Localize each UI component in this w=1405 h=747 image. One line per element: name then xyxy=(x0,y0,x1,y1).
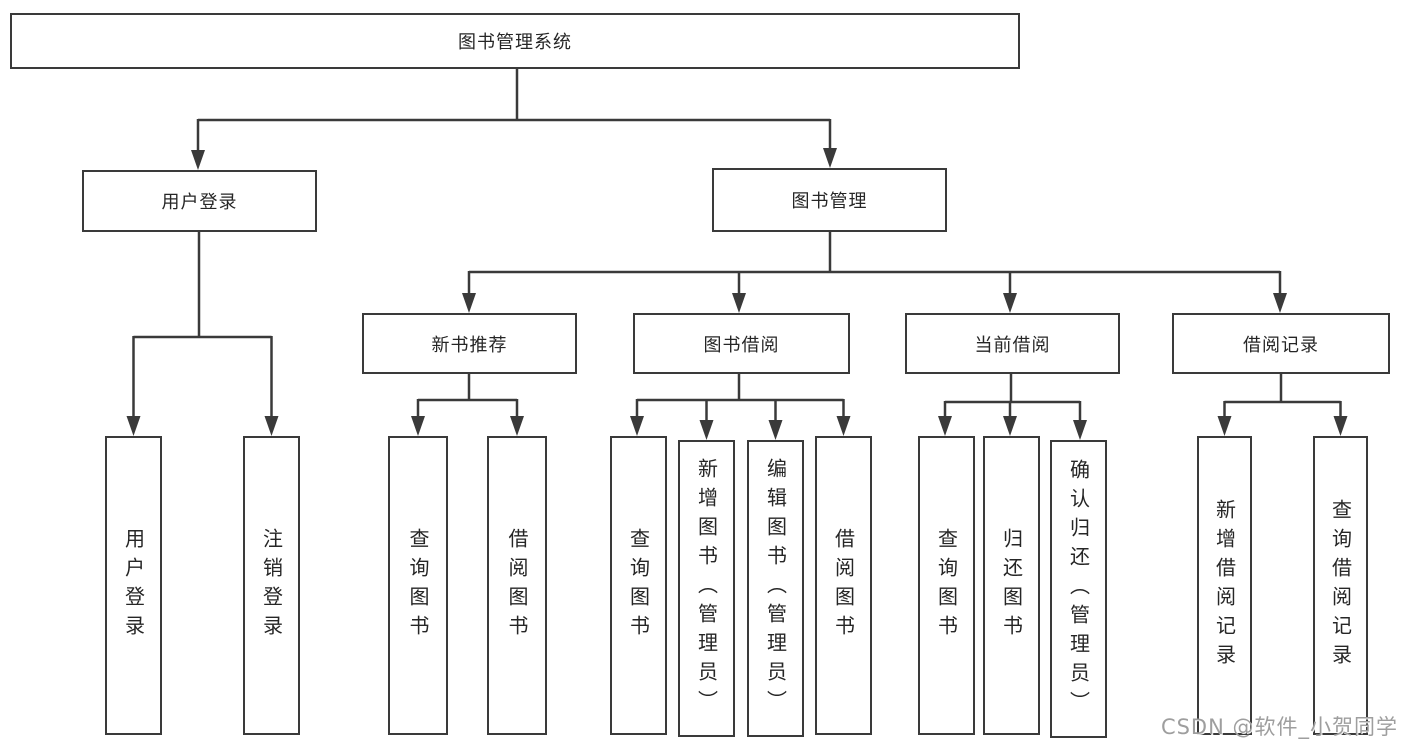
node-leaf-edit-books-admin: 编辑图书（管理员） xyxy=(747,440,804,737)
edge-root-to-level2 xyxy=(191,69,837,170)
node-leaf-query-books: 查询图书 xyxy=(918,436,975,735)
node-label: 查询图书 xyxy=(934,527,959,644)
node-leaf-confirm-return-admin: 确认归还（管理员） xyxy=(1050,440,1107,738)
node-label: 借阅图书 xyxy=(831,527,856,644)
node-label: 借阅记录 xyxy=(1243,334,1319,356)
node-label: 归还图书 xyxy=(999,527,1024,644)
node-leaf-borrow-books: 借阅图书 xyxy=(815,436,872,735)
node-label: 查询借阅记录 xyxy=(1328,498,1353,673)
node-borrowing-records: 借阅记录 xyxy=(1172,313,1390,374)
node-label: 新增图书（管理员） xyxy=(694,458,719,719)
node-label: 图书管理系统 xyxy=(458,32,572,53)
node-label: 图书管理 xyxy=(791,191,868,212)
node-label: 图书借阅 xyxy=(703,334,780,356)
edge-book-borrow-to-leaves xyxy=(630,374,851,440)
node-label: 借阅图书 xyxy=(505,527,529,644)
node-current-borrowing: 当前借阅 xyxy=(905,313,1120,374)
node-label: 注销登录 xyxy=(259,527,284,644)
node-label: 新增借阅记录 xyxy=(1212,498,1237,673)
node-leaf-add-borrow-record: 新增借阅记录 xyxy=(1197,436,1252,735)
node-leaf-return-books: 归还图书 xyxy=(983,436,1040,735)
node-label: 编辑图书（管理员） xyxy=(763,458,788,719)
node-user-login: 用户登录 xyxy=(82,170,317,232)
node-leaf-borrow-books: 借阅图书 xyxy=(487,436,547,735)
node-label: 查询图书 xyxy=(626,527,651,644)
node-label: 当前借阅 xyxy=(974,334,1051,356)
node-leaf-logout: 注销登录 xyxy=(243,436,300,735)
edge-new-book-rec-to-leaves xyxy=(411,374,524,436)
node-book-management-system: 图书管理系统 xyxy=(10,13,1020,69)
node-leaf-user-login: 用户登录 xyxy=(105,436,162,735)
node-leaf-query-books: 查询图书 xyxy=(610,436,667,735)
node-label: 新书推荐 xyxy=(431,334,508,356)
node-leaf-add-books-admin: 新增图书（管理员） xyxy=(678,440,735,737)
node-label: 用户登录 xyxy=(121,527,146,644)
node-label: 确认归还（管理员） xyxy=(1066,458,1091,720)
csdn-watermark: CSDN @软件_小贺同学 xyxy=(1160,715,1398,739)
node-label: 用户登录 xyxy=(161,192,238,213)
edge-borrow-record-to-leaves xyxy=(1217,374,1348,436)
node-leaf-query-borrow-record: 查询借阅记录 xyxy=(1313,436,1368,735)
node-leaf-query-books: 查询图书 xyxy=(388,436,448,735)
node-new-book-recommendation: 新书推荐 xyxy=(362,313,577,374)
edge-current-borrow-to-leaves xyxy=(938,374,1087,440)
edge-book-mgmt-to-level3 xyxy=(462,232,1287,313)
node-label: 查询图书 xyxy=(406,527,430,644)
edge-user-login-to-leaves xyxy=(126,232,279,436)
node-book-borrowing: 图书借阅 xyxy=(633,313,850,374)
node-book-management: 图书管理 xyxy=(712,168,947,232)
